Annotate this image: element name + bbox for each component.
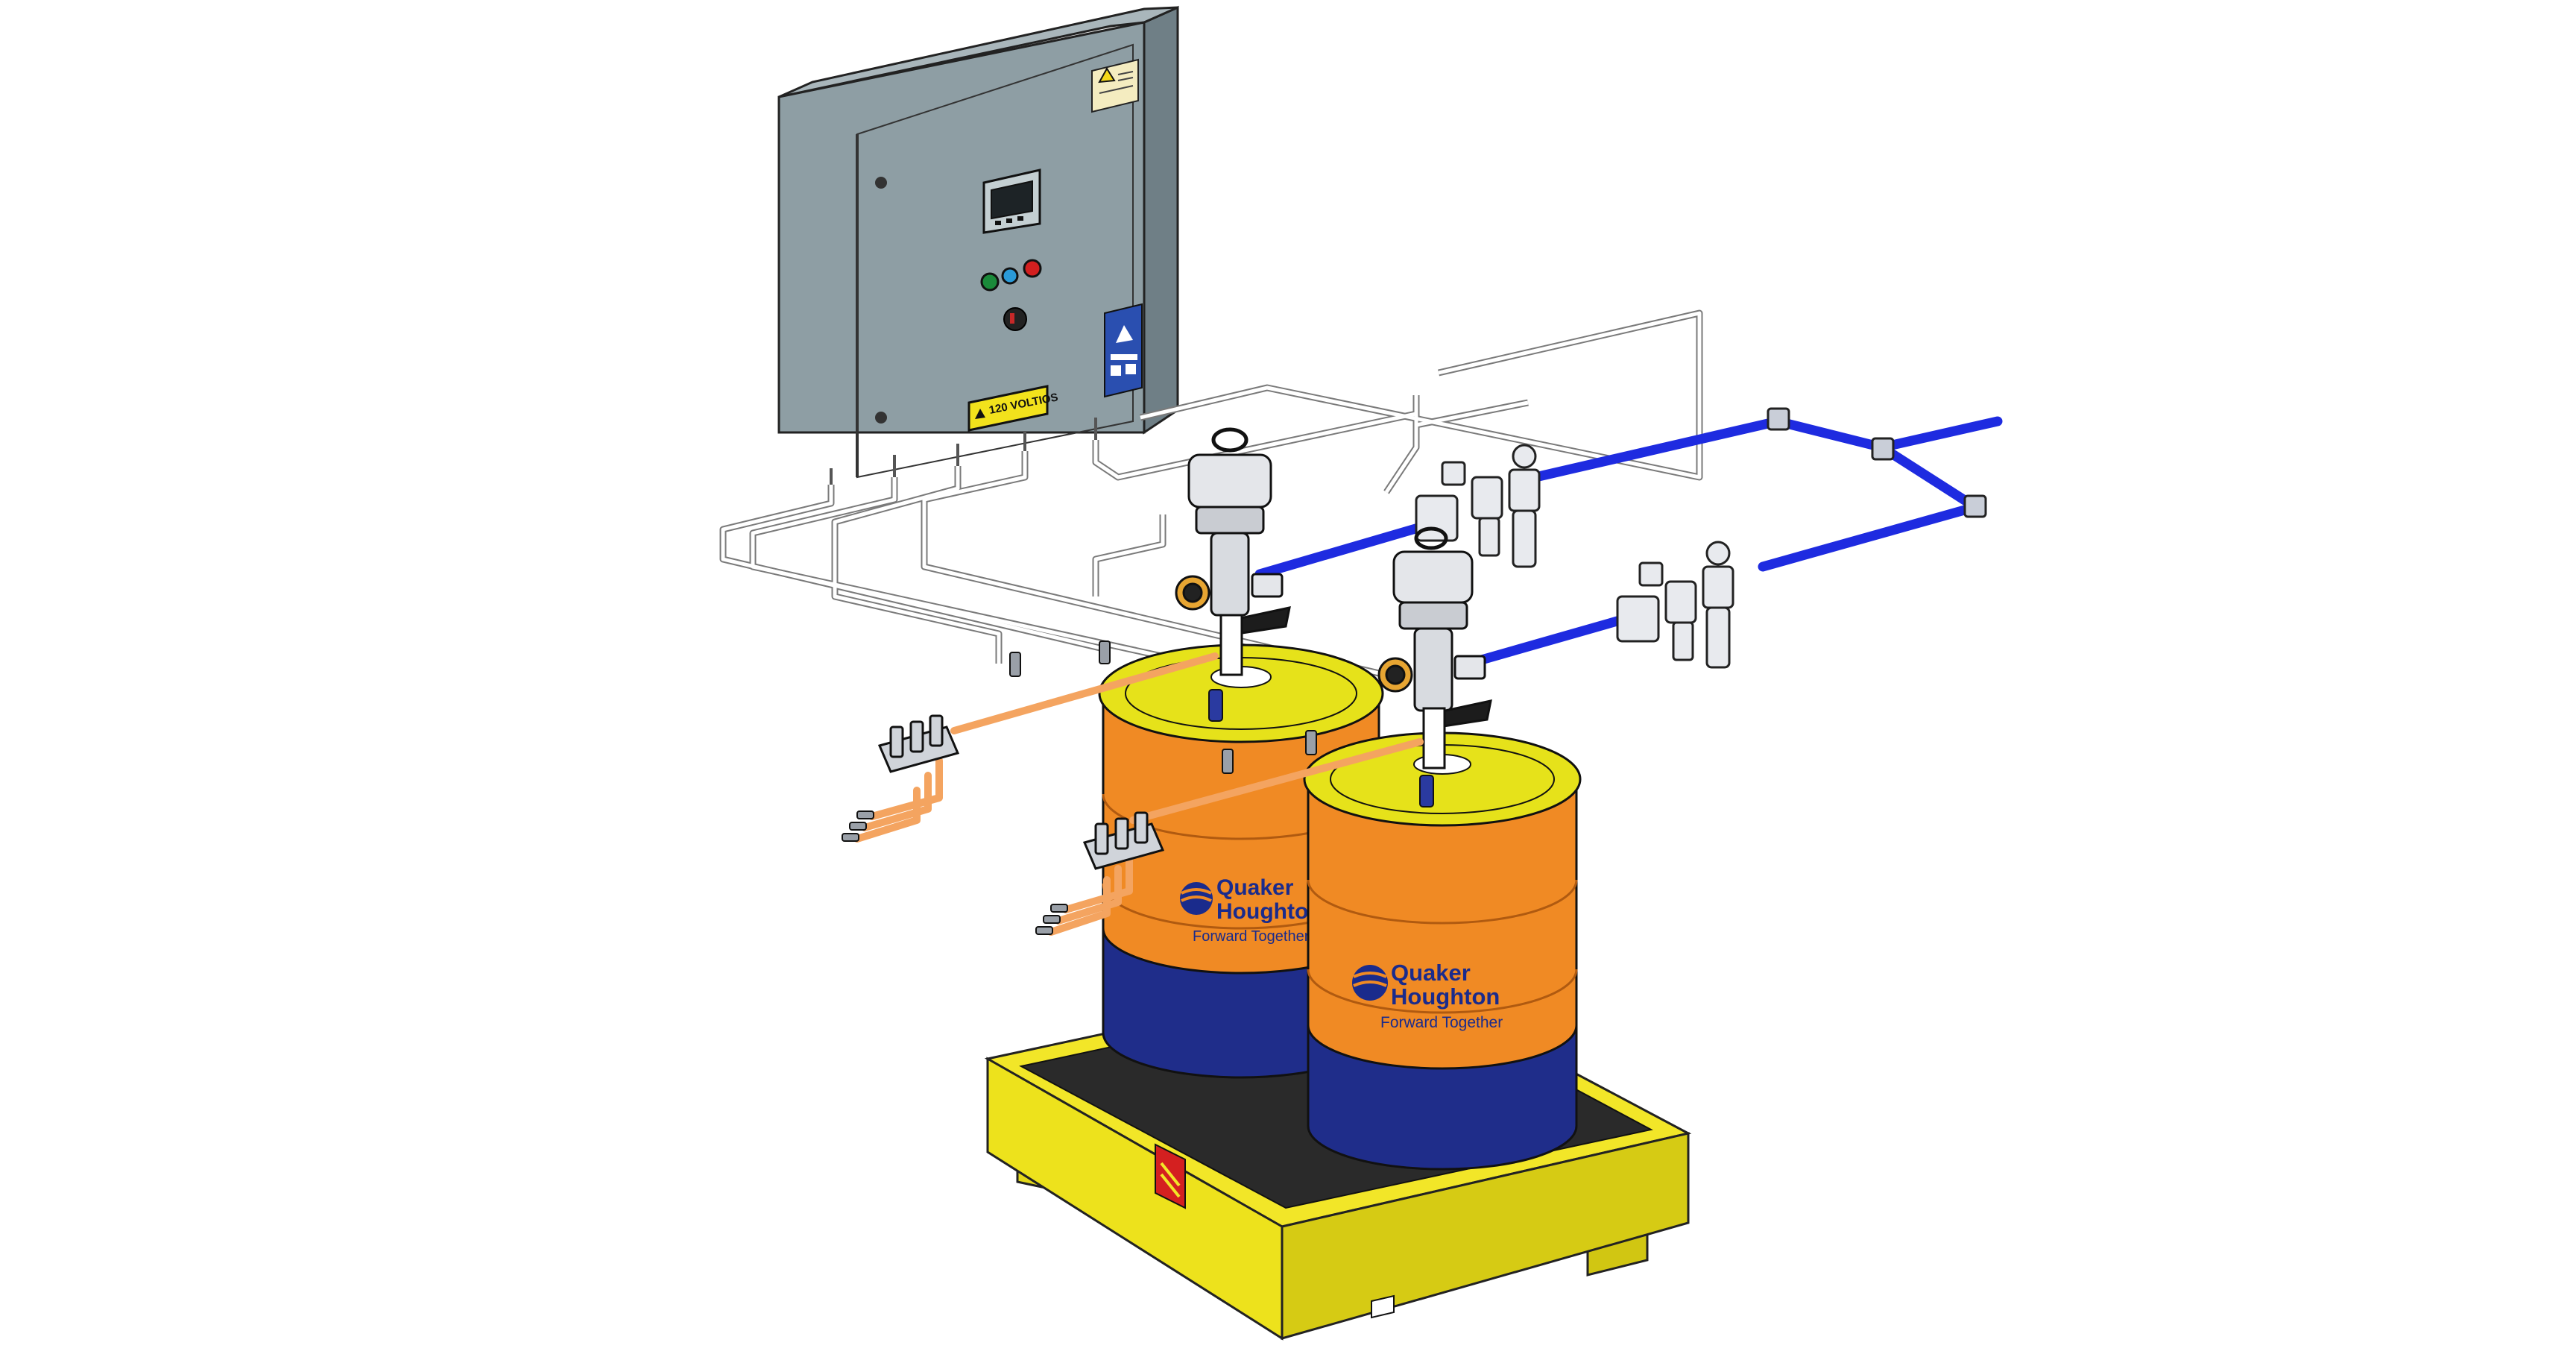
electrical-cables-inner xyxy=(721,311,1702,681)
pump-right xyxy=(1377,526,1492,769)
quaker-houghton-logo-icon xyxy=(1180,882,1213,915)
control-panel: 120 VOLTIOS xyxy=(777,5,1179,485)
manifold-left xyxy=(877,714,960,773)
drum-brand-line2: Houghton xyxy=(1391,983,1500,1010)
fluid-lines xyxy=(853,652,1424,936)
air-line-fittings xyxy=(1767,407,1987,518)
warning-triangle-icon xyxy=(1098,67,1116,84)
drum-brand-line2: Houghton xyxy=(1216,899,1322,924)
pump-left xyxy=(1175,427,1291,676)
manifold-right xyxy=(1082,811,1165,870)
logo-badge-icon xyxy=(1116,325,1133,343)
green-pilot-light xyxy=(980,272,1000,292)
info-plate xyxy=(1104,303,1143,398)
blue-pilot-light xyxy=(1001,267,1019,285)
drum-brand-line1: Quaker xyxy=(1391,960,1471,986)
selector-switch xyxy=(1003,307,1027,331)
voltage-label: 120 VOLTIOS xyxy=(967,385,1059,432)
hinge xyxy=(875,412,887,424)
cable-fittings xyxy=(1009,640,1317,774)
frl-unit-lower xyxy=(1616,541,1734,669)
dispense-nozzles xyxy=(842,810,1068,935)
drum-right: Quaker Houghton Forward Together xyxy=(1303,731,1582,1171)
drum-tagline: Forward Together xyxy=(1380,1014,1503,1031)
warning-triangle-icon xyxy=(975,409,985,419)
quaker-houghton-logo-icon xyxy=(1352,965,1388,1001)
warning-sticker xyxy=(1091,58,1139,113)
hinge xyxy=(875,177,887,189)
red-pilot-light xyxy=(1023,259,1042,278)
level-sensors xyxy=(1208,689,1434,808)
hmi-display xyxy=(982,169,1041,234)
drum-brand-line1: Quaker xyxy=(1216,875,1294,900)
drum-tagline: Forward Together xyxy=(1193,928,1310,945)
